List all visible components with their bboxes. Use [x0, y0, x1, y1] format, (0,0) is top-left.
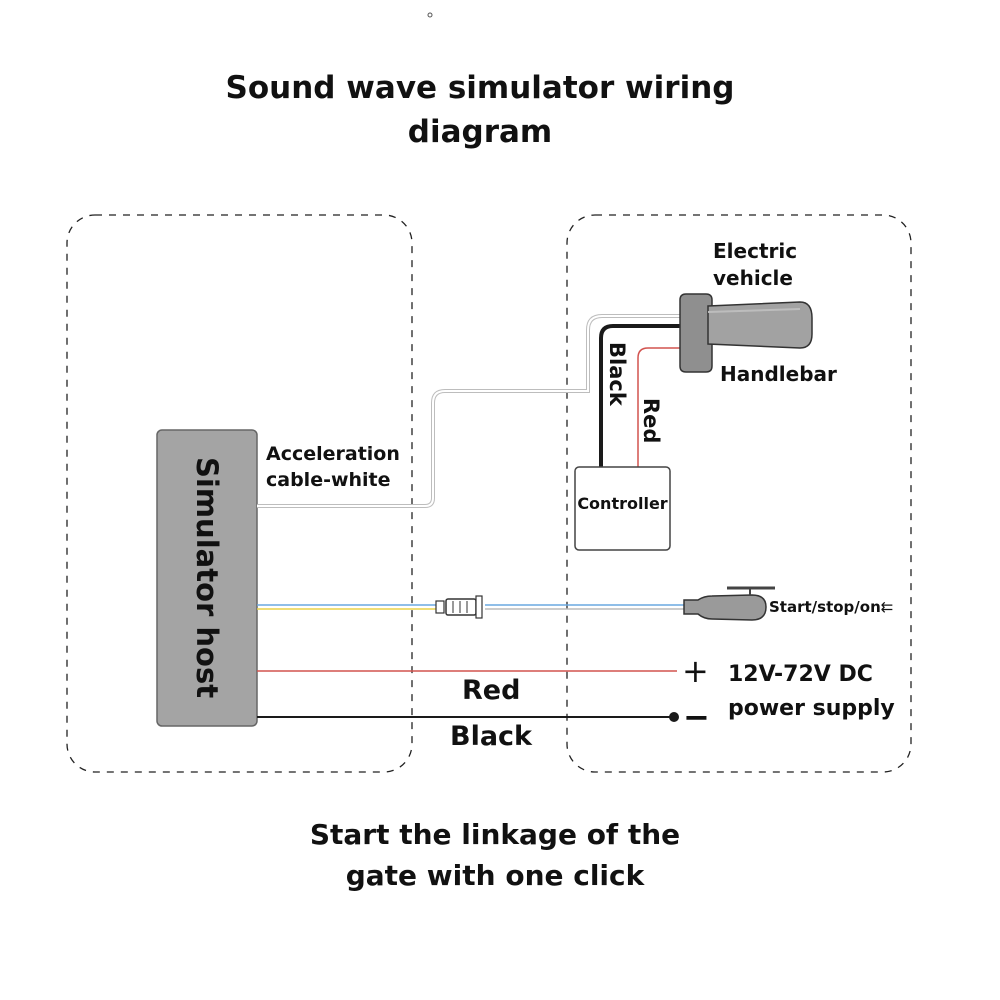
simulator-host-label: Simulator host — [190, 457, 224, 699]
start-stop-label: Start/stop/on⇇ — [769, 598, 893, 617]
signal-cable — [257, 604, 684, 610]
controller-box — [574, 466, 671, 551]
handlebar-grip — [679, 293, 813, 373]
red-controller-wire — [637, 347, 684, 467]
footer-line-2: gate with one click — [345, 858, 645, 892]
minus-sign: − — [683, 698, 710, 736]
ev-label-line-2: vehicle — [713, 266, 793, 290]
cable-connector — [435, 595, 483, 619]
title-line-1: Sound wave simulator wiring — [225, 70, 735, 106]
controller-label: Controller — [577, 494, 668, 513]
simulator-host: Simulator host — [157, 430, 257, 726]
power-label-line-2: power supply — [728, 696, 895, 722]
start-stop-text: Start/stop/on — [769, 598, 881, 616]
power-label-line-1: 12V-72V DC — [728, 662, 873, 687]
right-dashed-region — [566, 214, 912, 773]
electric-vehicle-label: Electric vehicle — [713, 238, 797, 292]
black-power-label: Black — [450, 721, 533, 752]
acceleration-cable-label: Acceleration cable-white — [266, 442, 400, 493]
plus-sign: + — [682, 652, 709, 690]
black-controller-wire — [599, 324, 684, 467]
acceleration-label-line-2: cable-white — [266, 468, 391, 491]
simulator-host-box — [156, 429, 258, 727]
ev-label-line-1: Electric — [713, 239, 798, 263]
diagram-footer: Start the linkage of the gate with one c… — [245, 815, 745, 896]
left-dashed-region — [66, 214, 413, 773]
start-stop-switch — [683, 586, 775, 621]
red-wire-label: Red — [639, 398, 663, 444]
signal-icon: ⇇ — [880, 598, 894, 616]
power-supply-label: 12V-72V DC power supply — [728, 658, 895, 726]
footer-line-1: Start the linkage of the — [309, 818, 681, 851]
diagram-title: Sound wave simulator wiring diagram — [150, 66, 810, 154]
black-wire-label: Black — [605, 342, 629, 406]
negative-terminal — [669, 712, 679, 722]
title-line-2: diagram — [407, 114, 553, 151]
acceleration-label-line-1: Acceleration — [266, 443, 400, 465]
handlebar-label: Handlebar — [720, 362, 837, 386]
red-power-label: Red — [462, 675, 521, 706]
